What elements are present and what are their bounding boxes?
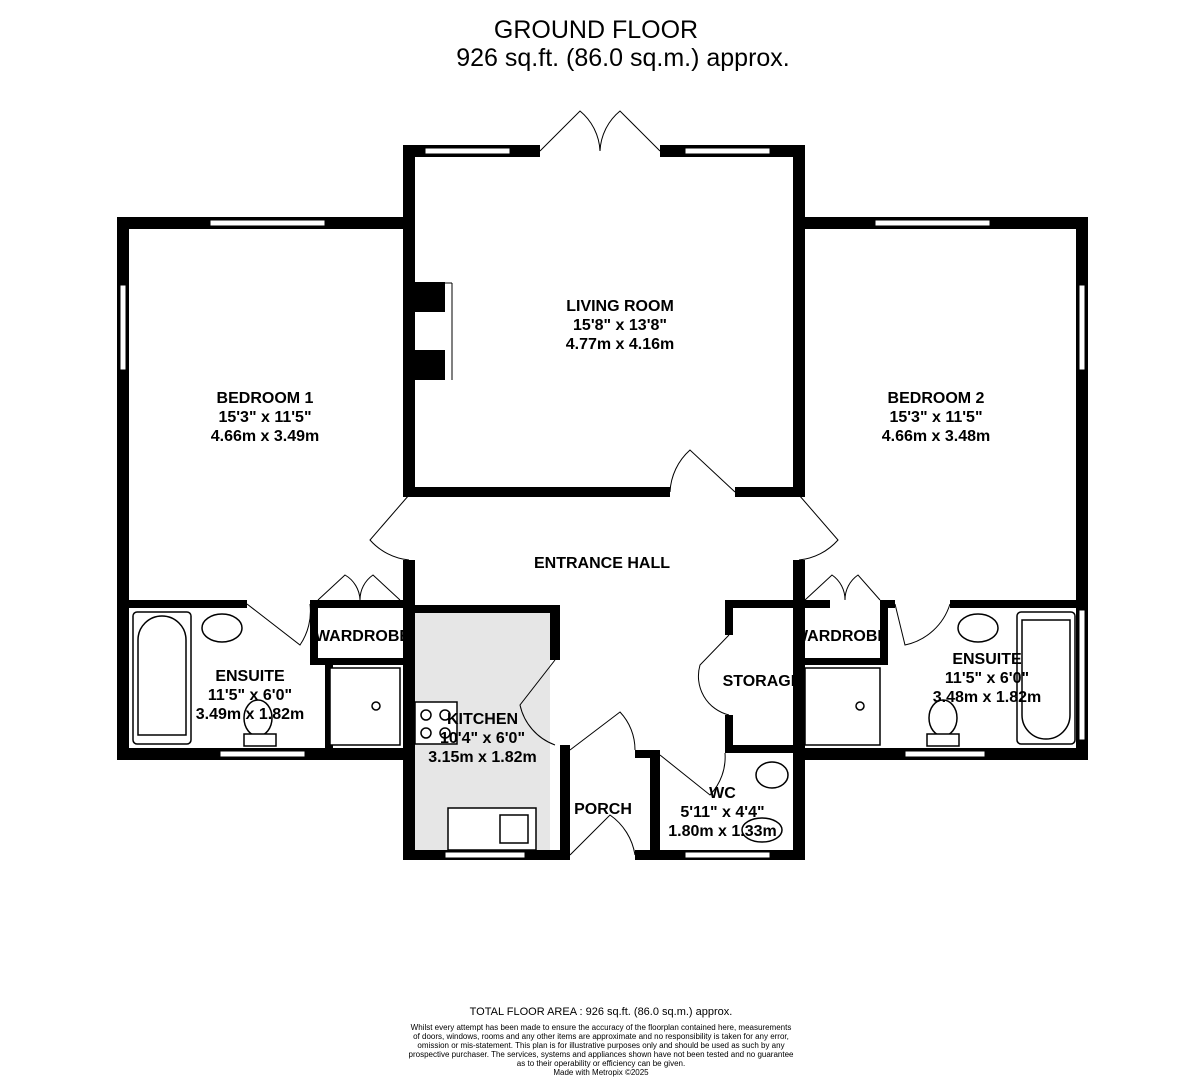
room-storage: STORAGE: [722, 673, 802, 690]
disclaimer-line: omission or mis-statement. This plan is …: [417, 1041, 785, 1050]
room-size-imperial: 15'3" x 11'5": [889, 409, 983, 426]
plan-area: 926 sq.ft. (86.0 sq.m.) approx.: [456, 44, 790, 72]
room-size-metric: 3.49m x 1.82m: [195, 706, 305, 723]
total-floor-area: TOTAL FLOOR AREA : 926 sq.ft. (86.0 sq.m…: [469, 1006, 733, 1018]
disclaimer-line: as to their operability or efficiency ca…: [516, 1059, 686, 1068]
room-size-imperial: 15'8" x 13'8": [573, 317, 667, 334]
room-size-metric: 1.80m x 1.33m: [668, 823, 777, 840]
room-name: WC: [709, 785, 736, 802]
fixtures: [132, 611, 1076, 851]
room-wardrobe-1: WARDROBE: [314, 628, 411, 645]
disclaimer-line: prospective purchaser. The services, sys…: [408, 1050, 794, 1059]
room-name: BEDROOM 2: [887, 390, 985, 407]
doors: [246, 110, 951, 856]
room-size-metric: 4.66m x 3.48m: [881, 428, 991, 445]
disclaimer: Whilst every attempt has been made to en…: [0, 1023, 1202, 1077]
room-size-imperial: 5'11" x 4'4": [680, 804, 765, 821]
basin-icon: [201, 613, 243, 643]
room-size-imperial: 11'5" x 6'0": [207, 687, 293, 704]
toilet-icon: [741, 817, 783, 843]
credit: Made with Metropix ©2025: [553, 1068, 649, 1077]
disclaimer-line: Whilst every attempt has been made to en…: [410, 1023, 792, 1032]
room-ensuite-2: ENSUITE 11'5" x 6'0" 3.48m x 1.82m: [887, 650, 1087, 707]
room-size-metric: 4.66m x 3.49m: [210, 428, 320, 445]
room-size-metric: 3.48m x 1.82m: [932, 689, 1042, 706]
room-kitchen: KITCHEN 10'4" x 6'0" 3.15m x 1.82m: [380, 710, 585, 767]
room-size-metric: 3.15m x 1.82m: [428, 749, 537, 766]
room-name: ENSUITE: [215, 668, 285, 685]
room-wardrobe-2: WARDROBE: [792, 628, 889, 645]
room-name: ENSUITE: [952, 651, 1022, 668]
shower-icon: [329, 667, 401, 746]
room-porch: PORCH: [574, 801, 632, 818]
room-size-imperial: 15'3" x 11'5": [218, 409, 312, 426]
room-bedroom-1: BEDROOM 1 15'3" x 11'5" 4.66m x 3.49m: [155, 389, 375, 446]
basin-icon: [957, 613, 999, 643]
room-living: LIVING ROOM 15'8" x 13'8" 4.77m x 4.16m: [510, 297, 730, 354]
room-size-imperial: 10'4" x 6'0": [439, 730, 526, 747]
room-wc: WC 5'11" x 4'4" 1.80m x 1.33m: [630, 784, 815, 841]
basin-icon: [755, 761, 789, 789]
room-size-imperial: 11'5" x 6'0": [944, 670, 1030, 687]
room-ensuite-1: ENSUITE 11'5" x 6'0" 3.49m x 1.82m: [150, 667, 350, 724]
room-name: LIVING ROOM: [566, 298, 674, 315]
windows: [119, 147, 1086, 859]
room-name: KITCHEN: [446, 711, 519, 728]
plan-title: GROUND FLOOR: [493, 16, 699, 44]
disclaimer-line: of doors, windows, rooms and any other i…: [413, 1032, 789, 1041]
room-bedroom-2: BEDROOM 2 15'3" x 11'5" 4.66m x 3.48m: [826, 389, 1046, 446]
room-size-metric: 4.77m x 4.16m: [565, 336, 675, 353]
room-name: BEDROOM 1: [216, 390, 314, 407]
shower-icon: [804, 667, 881, 746]
room-entrance-hall: ENTRANCE HALL: [534, 555, 670, 572]
